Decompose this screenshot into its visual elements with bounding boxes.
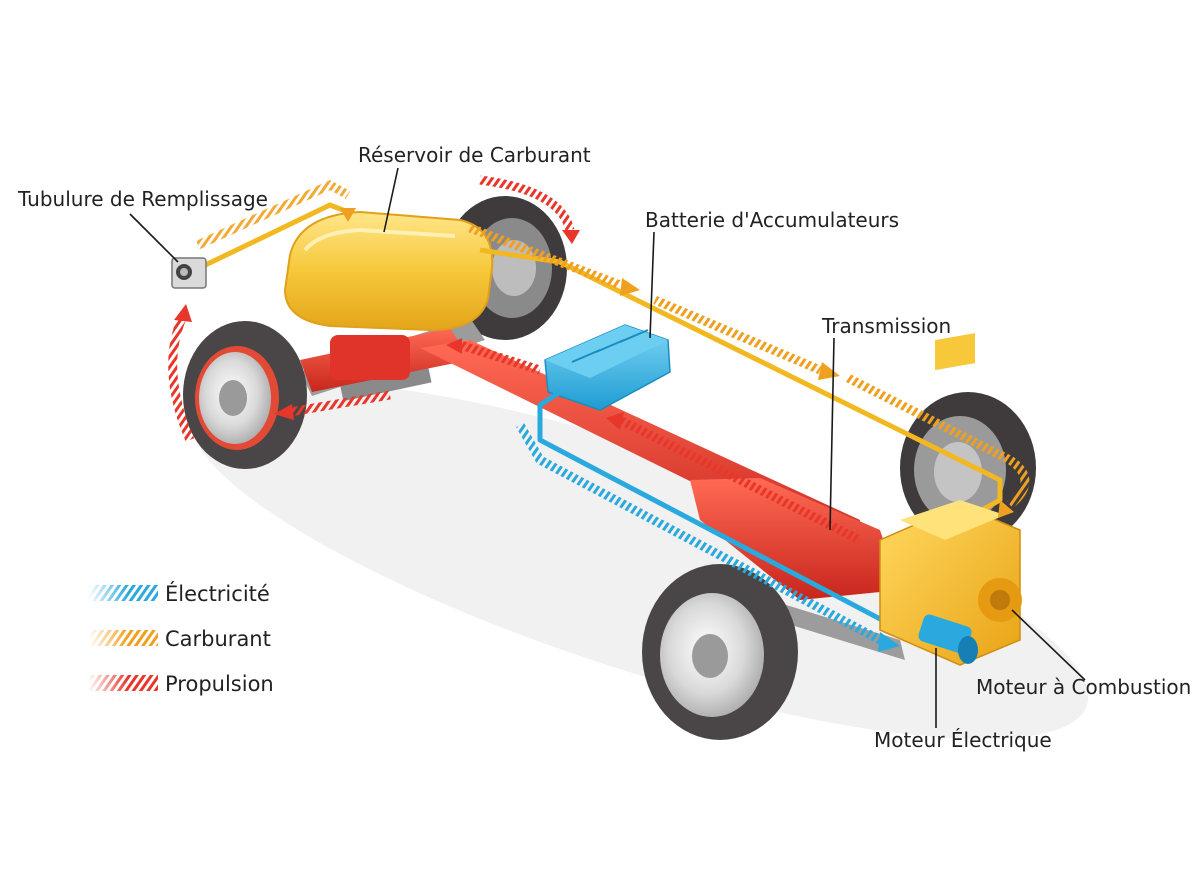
leader-fuel-tank (383, 167, 399, 233)
leader-battery (649, 231, 655, 339)
legend-label-propulsion: Propulsion (165, 672, 274, 696)
legend-label-fuel: Carburant (165, 627, 271, 651)
combustion-engine (879, 333, 1022, 666)
filler-cap (171, 257, 207, 289)
legend-item-fuel: Carburant (88, 627, 271, 651)
electricity-flow-arrows (516, 422, 900, 652)
propulsion-shaft (300, 328, 900, 600)
label-filler-pipe: Tubulure de Remplissage (17, 187, 268, 211)
electric-cable (537, 389, 922, 643)
ground-shadow (191, 381, 1089, 739)
legend-item-electricity: Électricité (88, 581, 270, 606)
electric-motor (918, 614, 978, 664)
front-left-wheel (642, 564, 798, 740)
legend-item-propulsion: Propulsion (88, 672, 274, 696)
legend-label-electricity: Électricité (165, 581, 270, 606)
label-electric-motor: Moteur Électrique (874, 728, 1052, 752)
propulsion-flow-arrows (168, 175, 863, 545)
label-transmission: Transmission (821, 314, 951, 338)
label-battery: Batterie d'Accumulateurs (645, 208, 899, 232)
label-combustion-engine: Moteur à Combustion (976, 675, 1191, 699)
label-fuel-tank: Réservoir de Carburant (358, 143, 591, 167)
fuel-flow-arrows (196, 179, 1030, 518)
legend: Électricité Carburant Propulsion (88, 581, 274, 696)
leader-combustion-engine (1011, 609, 1086, 681)
leader-transmission (829, 337, 835, 531)
front-axle (770, 600, 905, 660)
leader-filler-pipe (129, 213, 179, 263)
fuel-tank (283, 210, 494, 332)
rear-left-wheel (183, 321, 307, 469)
battery-pack (544, 324, 671, 411)
